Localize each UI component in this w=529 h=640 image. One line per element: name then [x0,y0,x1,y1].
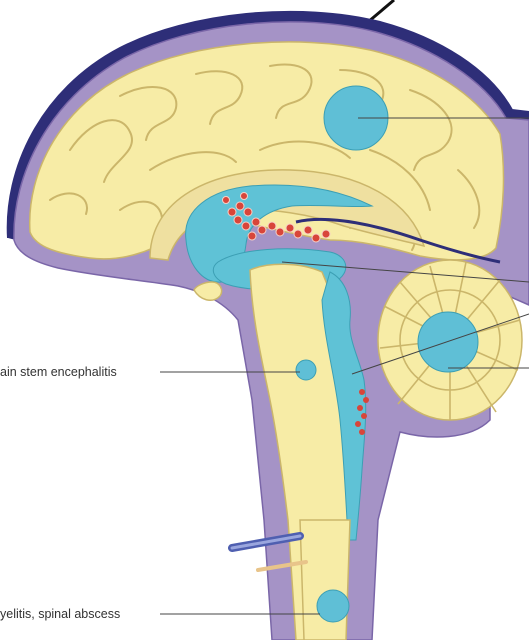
spinal-lesion [317,590,349,622]
cerebellar-lesion [418,312,478,372]
spinal-cord [300,520,350,640]
label-myelitis-spinal-abscess: yelitis, spinal abscess [0,607,120,621]
brainstem-lesion [296,360,316,380]
label-brainstem-encephalitis: ain stem encephalitis [0,365,117,379]
top-pointer-line [368,0,394,22]
